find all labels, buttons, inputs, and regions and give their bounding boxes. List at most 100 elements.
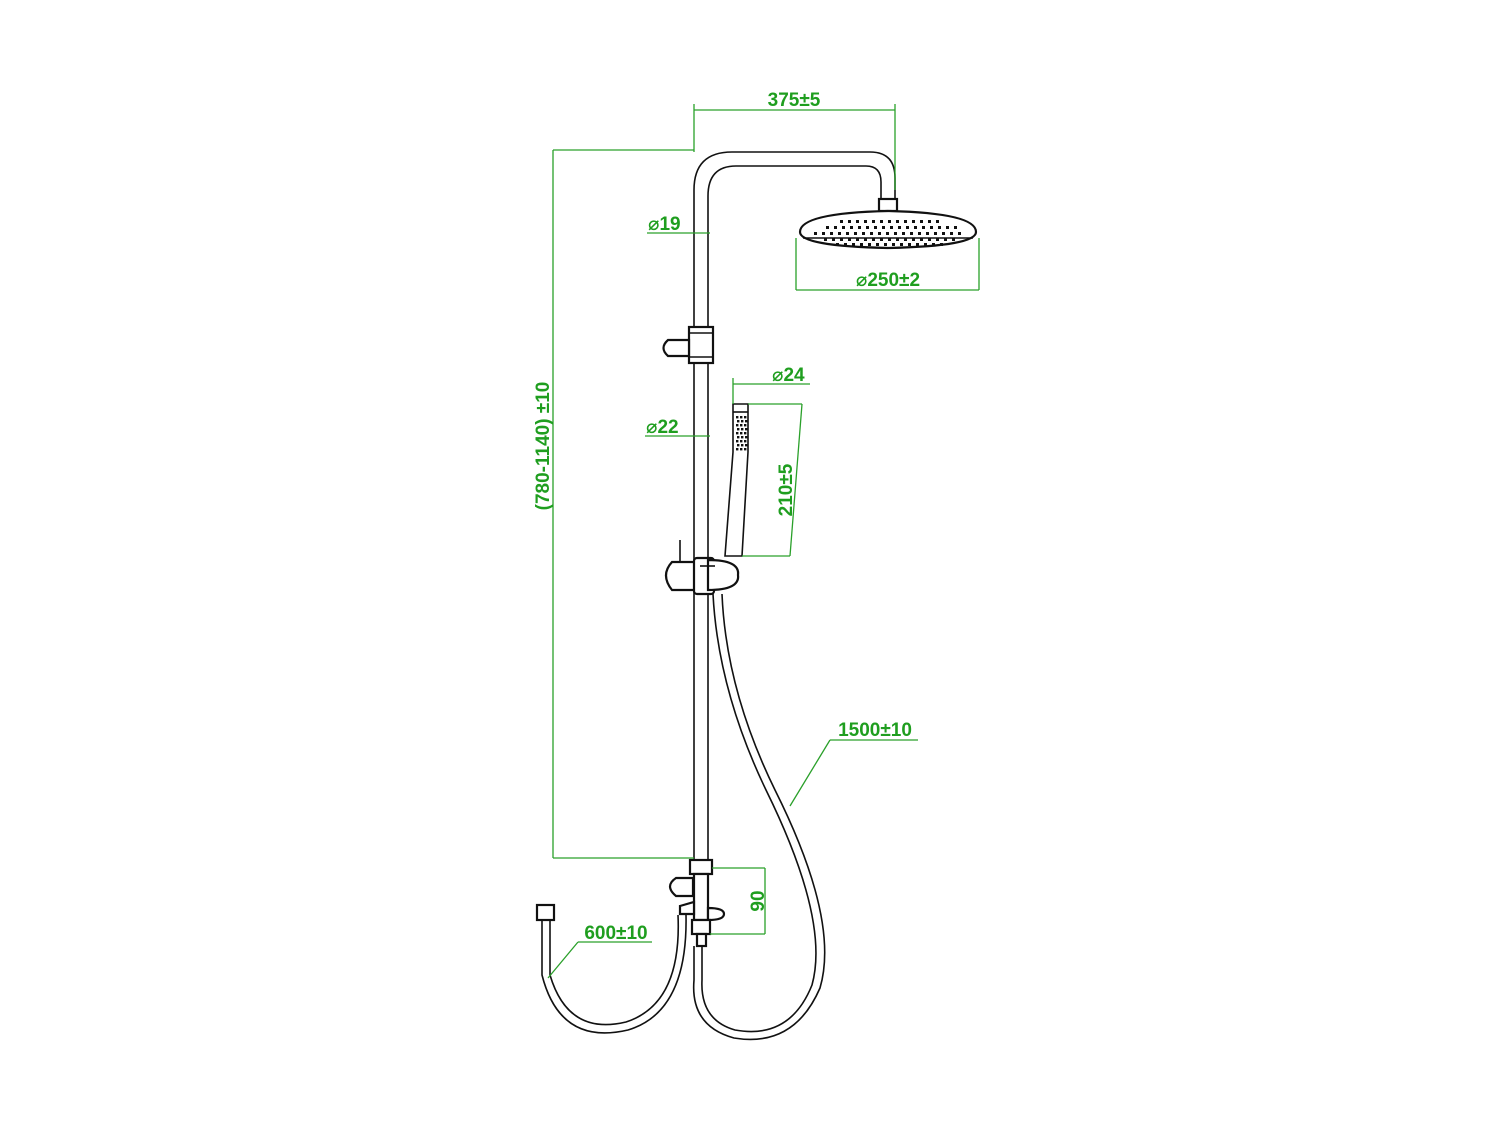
nozzle-dot bbox=[940, 243, 943, 246]
nozzle-dot bbox=[886, 232, 889, 235]
nozzle-dot bbox=[880, 220, 883, 223]
hand-nozzle-dot bbox=[736, 448, 739, 451]
dim-handshower-diameter: ⌀24 bbox=[772, 365, 805, 386]
hand-nozzle-dot bbox=[744, 424, 747, 427]
dimension-annotations: 375±5 ⌀19 ⌀250±2 ⌀24 ⌀22 210±5 (780-1140… bbox=[533, 90, 980, 979]
nozzle-dot bbox=[866, 226, 869, 229]
nozzle-dot bbox=[840, 238, 843, 241]
dim-arm-reach: 375±5 bbox=[768, 90, 821, 111]
nozzle-dot bbox=[856, 238, 859, 241]
nozzle-dot bbox=[900, 243, 903, 246]
nozzle-dot bbox=[824, 238, 827, 241]
nozzle-dot bbox=[836, 243, 839, 246]
nozzle-dot bbox=[920, 238, 923, 241]
hand-nozzle-dot bbox=[736, 416, 739, 419]
nozzle-dot bbox=[844, 243, 847, 246]
dim-riser-lower: ⌀22 bbox=[646, 417, 679, 438]
nozzle-dot bbox=[814, 232, 817, 235]
nozzle-dot bbox=[944, 238, 947, 241]
slide-holder bbox=[664, 540, 740, 596]
nozzle-dot bbox=[880, 238, 883, 241]
nozzle-dot bbox=[952, 238, 955, 241]
hand-nozzle-dot bbox=[741, 436, 744, 439]
shower-hose-outer bbox=[701, 593, 817, 1033]
nozzle-dot bbox=[918, 232, 921, 235]
nozzle-dot bbox=[822, 232, 825, 235]
hand-nozzle-dot bbox=[745, 444, 748, 447]
hand-nozzle-dot bbox=[744, 440, 747, 443]
inlet-hose-inner bbox=[549, 914, 680, 1026]
nozzle-dot bbox=[888, 238, 891, 241]
hand-nozzle-dot bbox=[740, 416, 743, 419]
nozzle-dot bbox=[950, 232, 953, 235]
nozzle-dot bbox=[868, 243, 871, 246]
shower-hose-inner bbox=[692, 593, 826, 1041]
head-connector bbox=[877, 197, 899, 213]
nozzle-dot bbox=[946, 226, 949, 229]
hand-nozzle-dot bbox=[741, 444, 744, 447]
dim-hose-length: 1500±10 bbox=[838, 720, 912, 741]
hand-nozzle-dot bbox=[740, 440, 743, 443]
hand-nozzle-dot bbox=[744, 448, 747, 451]
nozzle-dot bbox=[852, 243, 855, 246]
nozzle-dot bbox=[928, 238, 931, 241]
dim-outlet-offset: 90 bbox=[748, 890, 769, 911]
nozzle-dot bbox=[872, 220, 875, 223]
nozzle-dot bbox=[848, 220, 851, 223]
nozzle-dot bbox=[892, 243, 895, 246]
nozzle-dot bbox=[958, 232, 961, 235]
hand-nozzle-dot bbox=[741, 420, 744, 423]
nozzle-dot bbox=[888, 220, 891, 223]
nozzle-dot bbox=[842, 226, 845, 229]
nozzle-dot bbox=[912, 238, 915, 241]
nozzle-dot bbox=[934, 232, 937, 235]
hand-nozzle-dot bbox=[737, 436, 740, 439]
nozzle-dot bbox=[908, 243, 911, 246]
hand-nozzle-dot bbox=[737, 444, 740, 447]
nozzle-dot bbox=[914, 226, 917, 229]
nozzle-dot bbox=[904, 238, 907, 241]
nozzle-dot bbox=[834, 226, 837, 229]
nozzle-dot bbox=[902, 232, 905, 235]
hand-nozzle-dot bbox=[744, 432, 747, 435]
hand-nozzle-dot bbox=[740, 432, 743, 435]
dim-head-diameter: ⌀250±2 bbox=[856, 270, 920, 291]
nozzle-dot bbox=[890, 226, 893, 229]
nozzle-dot bbox=[884, 243, 887, 246]
nozzle-dot bbox=[924, 243, 927, 246]
nozzle-dot bbox=[832, 238, 835, 241]
hand-nozzle-dot bbox=[740, 424, 743, 427]
nozzle-dot bbox=[864, 238, 867, 241]
nozzle-dot bbox=[850, 226, 853, 229]
nozzle-dot bbox=[846, 232, 849, 235]
dim-riser-height: (780-1140) ±10 bbox=[533, 382, 554, 511]
nozzle-dot bbox=[936, 238, 939, 241]
nozzle-dot bbox=[882, 226, 885, 229]
hand-nozzle-dot bbox=[744, 416, 747, 419]
nozzle-dot bbox=[928, 220, 931, 223]
hand-nozzle-dot bbox=[745, 420, 748, 423]
nozzle-dot bbox=[870, 232, 873, 235]
shower-column-outline bbox=[535, 151, 978, 1041]
nozzle-dot bbox=[872, 238, 875, 241]
inlet-hose-nut bbox=[535, 903, 556, 922]
nozzle-dot bbox=[838, 232, 841, 235]
hand-shower bbox=[724, 403, 749, 557]
nozzle-dot bbox=[932, 243, 935, 246]
hand-nozzle-dot bbox=[736, 440, 739, 443]
dim-handshower-length: 210±5 bbox=[776, 463, 797, 516]
nozzle-dot bbox=[856, 220, 859, 223]
riser-pipe-inner bbox=[707, 165, 882, 860]
nozzle-dot bbox=[904, 220, 907, 223]
hand-nozzle-dot bbox=[745, 436, 748, 439]
inlet-hose-outer bbox=[541, 914, 687, 1034]
nozzle-dot bbox=[898, 226, 901, 229]
nozzle-dot bbox=[858, 226, 861, 229]
nozzle-dot bbox=[874, 226, 877, 229]
nozzle-dot bbox=[894, 232, 897, 235]
upper-wall-bracket bbox=[662, 325, 715, 365]
nozzle-dot bbox=[848, 238, 851, 241]
nozzle-dot bbox=[942, 232, 945, 235]
nozzle-dot bbox=[926, 232, 929, 235]
